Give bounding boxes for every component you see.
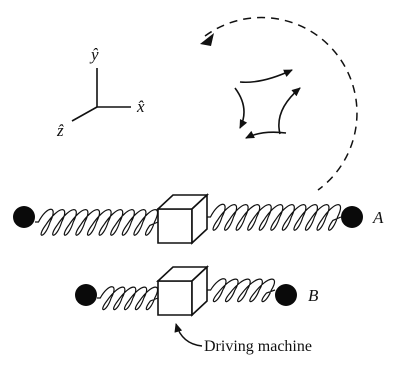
z-axis-label: ẑ xyxy=(56,121,64,140)
annotation-leader-arrow xyxy=(174,323,203,347)
driver-block-a xyxy=(155,193,210,245)
driving-machine-annotation: Driving machine xyxy=(174,323,312,355)
curved-arrow-right xyxy=(278,87,301,135)
driver-block-b xyxy=(155,265,210,317)
z-axis-line xyxy=(71,106,98,122)
x-axis-label: x̂ xyxy=(136,97,145,116)
mass-left-a xyxy=(13,206,35,228)
spring-right-a xyxy=(207,203,342,231)
y-axis-label: ŷ xyxy=(89,45,99,64)
spring-left-a xyxy=(35,208,159,236)
curved-arrow-left xyxy=(234,87,248,129)
mass-right-b xyxy=(275,284,297,306)
driving-machine-label: Driving machine xyxy=(204,338,312,355)
mass-left-b xyxy=(75,284,97,306)
rotation-arrowhead xyxy=(200,33,214,46)
spring-left-b xyxy=(97,286,159,311)
curved-arrow-top xyxy=(239,69,293,84)
system-b: B xyxy=(75,265,319,317)
system-b-label: B xyxy=(308,286,319,305)
rotation-indicator xyxy=(200,16,358,191)
system-a: A xyxy=(13,193,384,245)
coordinate-axes: ŷ x̂ ẑ xyxy=(56,45,145,140)
system-a-label: A xyxy=(372,208,384,227)
curved-arrow-bottom xyxy=(245,130,287,139)
spring-right-b xyxy=(207,278,276,303)
mass-right-a xyxy=(341,206,363,228)
dashed-rotation-arc xyxy=(204,16,358,191)
